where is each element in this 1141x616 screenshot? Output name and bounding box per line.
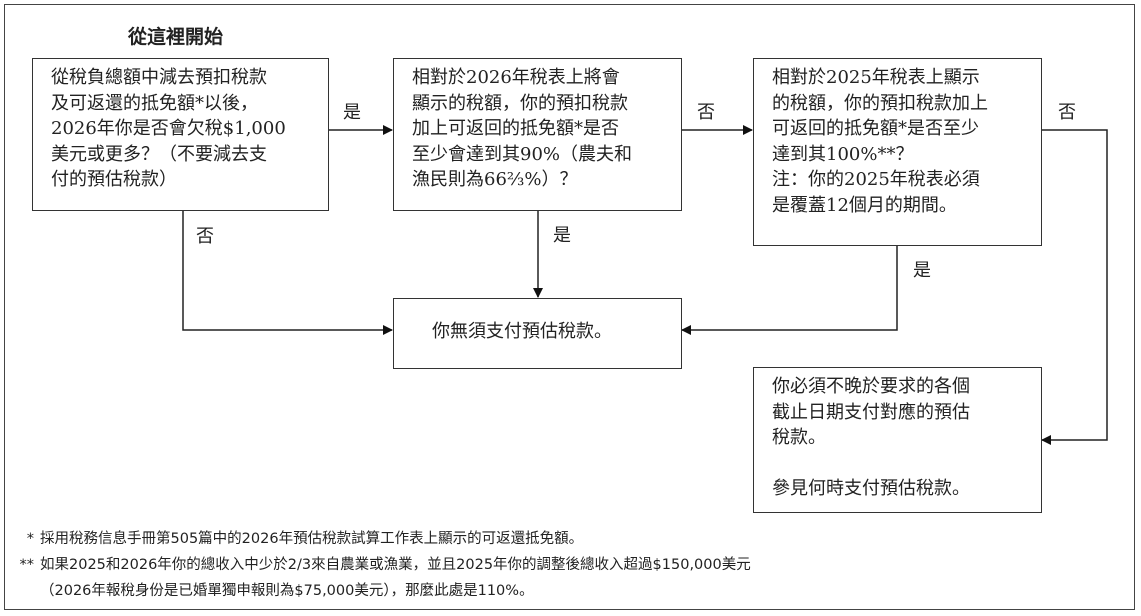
footnote-2: **如果2025和2026年你的總收入中少於2/3來自農業或漁業，並且2025年… (19, 557, 751, 573)
label-q1-yes: 是 (343, 102, 361, 123)
start-here-title: 從這裡開始 (128, 26, 224, 48)
label-q1-no: 否 (196, 226, 214, 247)
question-box-90-percent: 相對於2026年稅表上將會 顯示的稅額，你的預扣稅款 加上可返回的抵免額*是否 … (393, 58, 682, 211)
label-q2-yes: 是 (553, 225, 571, 246)
label-q3-yes: 是 (913, 260, 931, 281)
result-box-no-payment: 你無須支付預估稅款。 (393, 298, 682, 369)
diagram-frame (4, 4, 1135, 610)
arrow-q1-no (182, 210, 393, 335)
footnote-2-continued: （2026年報稅身份是已婚單獨申報則為$75,000美元），那麼此處是110%。 (40, 583, 534, 599)
question-box-owe-1000: 從稅負總額中減去預扣稅款 及可返還的抵免額*以後， 2026年你是否會欠稅$1,… (32, 58, 329, 211)
question-box-100-percent: 相對於2025年稅表上顯示 的稅額，你的預扣稅款加上 可返回的抵免額*是否至少 … (753, 58, 1042, 246)
footnote-1: *採用稅務信息手冊第505篇中的2026年預估稅款試算工作表上顯示的可返還抵免額… (26, 531, 584, 547)
arrow-q3-yes (681, 245, 898, 335)
result-box-must-pay: 你必須不晚於要求的各個 截止日期支付對應的預估 稅款。 參見何時支付預估稅款。 (753, 367, 1042, 513)
label-q3-no: 否 (1058, 102, 1076, 123)
label-q2-no: 否 (697, 102, 715, 123)
arrow-q3-no (1041, 129, 1108, 445)
